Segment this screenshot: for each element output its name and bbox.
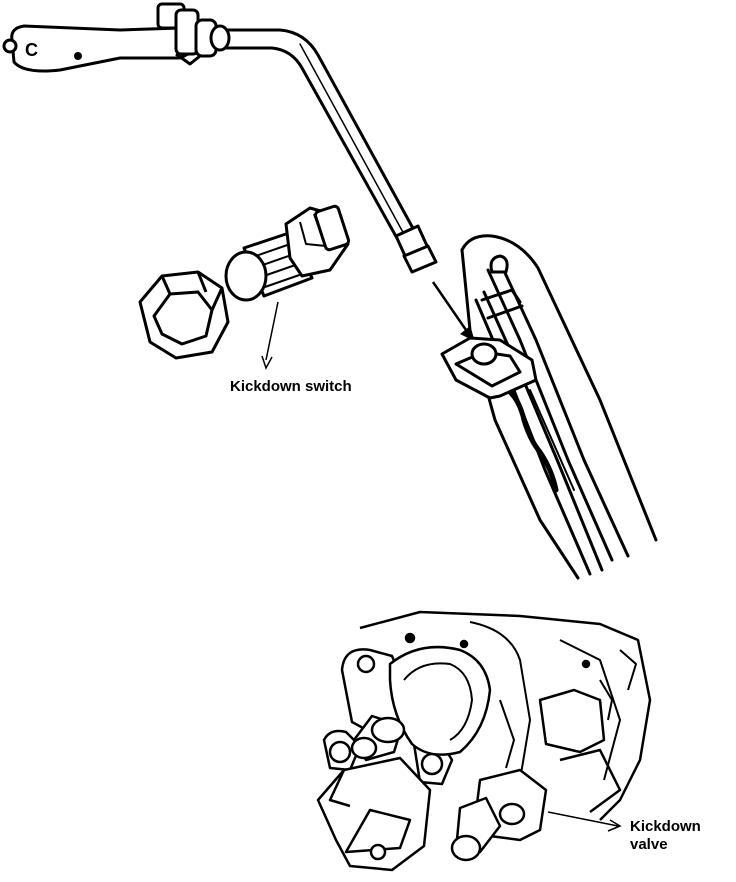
throttle-linkage-bracket xyxy=(440,234,658,580)
kickdown-valve-label: Kickdown valve xyxy=(630,818,701,854)
kickdown-valve-label-line1: Kickdown xyxy=(630,818,701,835)
cable-end-marking: C xyxy=(25,40,38,60)
transmission-housing xyxy=(316,610,652,872)
kickdown-valve-label-line2: valve xyxy=(630,836,668,853)
cable-end-fitting xyxy=(2,2,231,73)
kickdown-switch-label: Kickdown switch xyxy=(230,378,352,395)
kickdown-cable xyxy=(186,28,438,274)
kickdown-switch-nut xyxy=(138,270,230,360)
kickdown-switch-body xyxy=(224,204,351,302)
cable-end-hole xyxy=(74,52,82,60)
kickdown-switch-leader xyxy=(261,301,279,370)
kickdown-valve-leader xyxy=(547,811,622,832)
